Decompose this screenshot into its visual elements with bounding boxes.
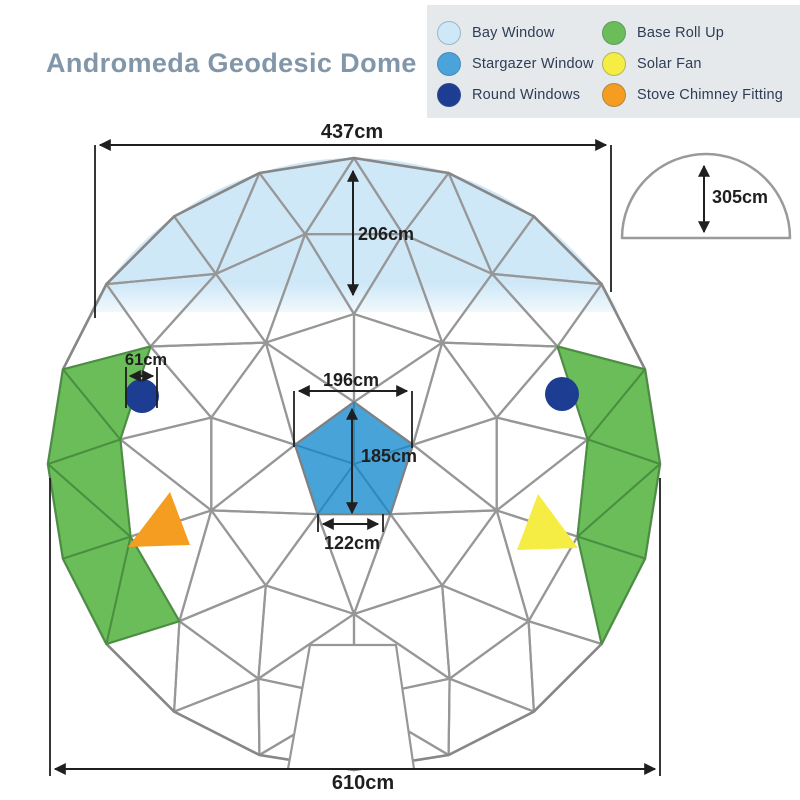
round-window-left [125, 379, 159, 413]
legend-label: Stargazer Window [472, 55, 594, 72]
door-opening [286, 643, 416, 770]
base-roll-up-panels [47, 345, 661, 645]
legend-label: Solar Fan [637, 55, 702, 72]
dim-stargazer-width-label: 196cm [323, 370, 379, 390]
dim-apex-label: 206cm [358, 224, 414, 244]
legend-label: Stove Chimney Fitting [637, 86, 784, 103]
legend-item-round-windows: Round Windows [437, 82, 602, 107]
dim-stargazer-height-label: 185cm [361, 446, 417, 466]
legend-item-stove-chimney-fitting: Stove Chimney Fitting [602, 82, 796, 107]
solar-fan-swatch-icon [602, 51, 626, 76]
round-window-right [545, 377, 579, 411]
legend-label: Round Windows [472, 86, 581, 103]
dim-top-width-label: 437cm [321, 121, 383, 143]
legend-item-stargazer-window: Stargazer Window [437, 51, 602, 76]
dome-features [125, 377, 579, 550]
legend-item-solar-fan: Solar Fan [602, 51, 796, 76]
legend-label: Bay Window [472, 24, 555, 41]
round-windows-swatch-icon [437, 82, 461, 107]
stove-chimney-swatch-icon [602, 82, 626, 107]
page-title: Andromeda Geodesic Dome [46, 48, 417, 78]
dimension-annotations: 437cm 206cm 61cm 196cm 185cm 122cm 610cm… [49, 121, 792, 794]
bay-window-swatch-icon [437, 20, 461, 45]
stove-chimney-triangle [128, 492, 190, 547]
legend-item-base-roll-up: Base Roll Up [602, 20, 796, 45]
base-roll-up-swatch-icon [602, 20, 626, 45]
legend-label: Base Roll Up [637, 24, 725, 41]
stargazer-window-swatch-icon [437, 51, 461, 76]
dim-side-height-label: 305cm [712, 187, 768, 207]
dim-stargazer-base-label: 122cm [324, 533, 380, 553]
dim-round-window-label: 61cm [125, 351, 167, 369]
legend-item-bay-window: Bay Window [437, 20, 602, 45]
dim-base-width-label: 610cm [332, 772, 394, 794]
solar-fan-triangle [517, 494, 578, 550]
legend: Bay Window Stargazer Window Round Window… [427, 5, 800, 118]
